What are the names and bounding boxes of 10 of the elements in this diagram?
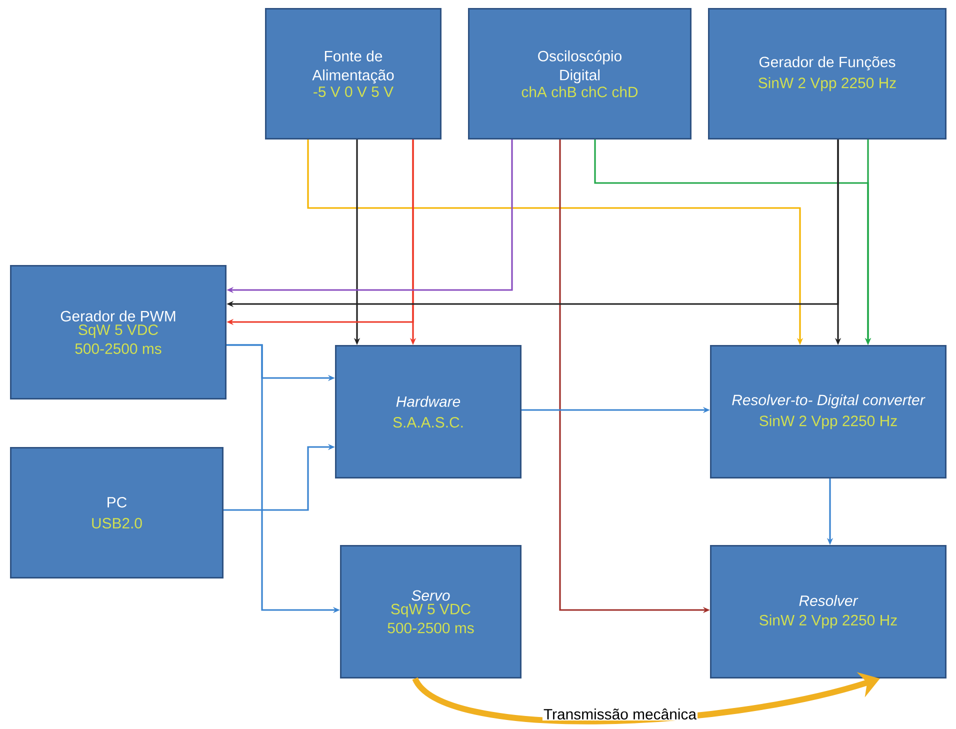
block-box: Hardware S.A.A.S.C. <box>335 345 522 478</box>
block-box: Gerador de PWM SqW 5 VDC 500-2500 ms <box>10 265 226 400</box>
block-box: Servo SqW 5 VDC 500-2500 ms <box>340 545 522 678</box>
block-box: Resolver-to- Digital converter SinW 2 Vpp 2250 Hz <box>710 345 946 478</box>
block-box: PC USB2.0 <box>10 447 224 578</box>
edge-label: Transmissão mecânica <box>542 707 698 720</box>
block-box: Osciloscópio Digital chA chB chC chD <box>468 8 692 140</box>
block-box: Fonte de Alimentação -5 V 0 V 5 V <box>265 8 442 140</box>
block-box: Gerador de Funções SinW 2 Vpp 2250 Hz <box>708 8 946 140</box>
block-box: Resolver SinW 2 Vpp 2250 Hz <box>710 545 946 678</box>
